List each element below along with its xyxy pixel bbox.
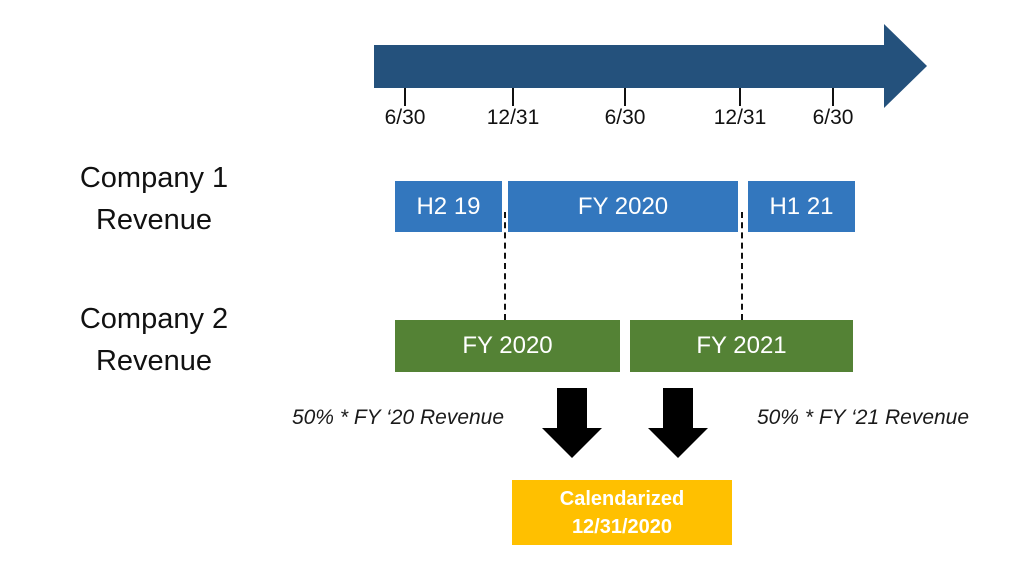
- period-box-h1-21: H1 21: [748, 181, 855, 232]
- down-arrow-stem: [557, 388, 587, 430]
- company2-revenue-label: Company 2 Revenue: [40, 298, 268, 382]
- tick-label: 12/31: [713, 106, 767, 129]
- tick-label: 12/31: [486, 106, 540, 129]
- company1-label-line2: Revenue: [95, 204, 213, 236]
- company2-label-line1: Company 2: [79, 303, 229, 335]
- timeline-tick: [404, 88, 406, 106]
- company1-label-line1: Company 1: [79, 162, 229, 194]
- company1-revenue-label: Company 1 Revenue: [40, 157, 268, 241]
- tick-label: 6/30: [812, 106, 854, 129]
- timeline-arrow: [374, 45, 884, 88]
- result-line1: Calendarized: [559, 487, 685, 510]
- dashed-connector-left: [504, 212, 506, 320]
- tick-label: 6/30: [384, 106, 426, 129]
- timeline-tick: [832, 88, 834, 106]
- formula-fy21: 50% * FY ‘21 Revenue: [756, 406, 970, 429]
- dashed-connector-right: [741, 212, 743, 320]
- timeline-arrowhead-icon: [884, 24, 927, 108]
- period-box-fy2020-company1: FY 2020: [508, 181, 738, 232]
- period-box-h2-19: H2 19: [395, 181, 502, 232]
- company2-label-line2: Revenue: [95, 345, 213, 377]
- period-box-fy2021-company2: FY 2021: [630, 320, 853, 372]
- down-arrow-head: [648, 428, 708, 458]
- timeline-tick: [739, 88, 741, 106]
- down-arrow-head: [542, 428, 602, 458]
- period-box-fy2020-company2: FY 2020: [395, 320, 620, 372]
- result-line2: 12/31/2020: [571, 515, 673, 538]
- tick-label: 6/30: [604, 106, 646, 129]
- down-arrow-icon: [648, 388, 708, 458]
- timeline-tick: [624, 88, 626, 106]
- down-arrow-icon: [542, 388, 602, 458]
- down-arrow-stem: [663, 388, 693, 430]
- calendarized-result-box: Calendarized 12/31/2020: [512, 480, 732, 545]
- formula-fy20: 50% * FY ‘20 Revenue: [291, 406, 505, 429]
- timeline-tick: [512, 88, 514, 106]
